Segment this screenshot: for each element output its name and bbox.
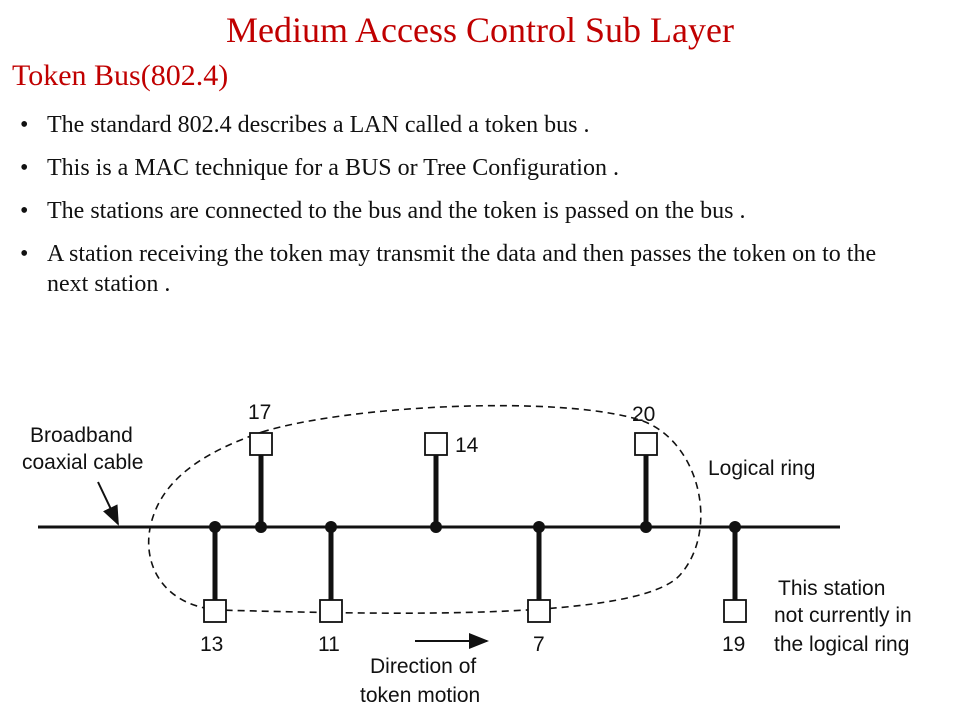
station-14-box <box>424 432 448 456</box>
station-7-box <box>527 599 551 623</box>
station-17-label: 17 <box>248 401 271 424</box>
bullet-item: • The standard 802.4 describes a LAN cal… <box>20 110 920 140</box>
slide-title: Medium Access Control Sub Layer <box>226 10 734 50</box>
bullet-icon: • <box>20 112 29 138</box>
station-7-label: 7 <box>533 633 545 656</box>
bullet-item: • A station receiving the token may tran… <box>20 239 920 299</box>
station-13-box <box>203 599 227 623</box>
cable-label-line2: coaxial cable <box>22 451 143 474</box>
station-20-box <box>634 432 658 456</box>
off-ring-label-line3: the logical ring <box>774 633 909 656</box>
cable-pointer-arrow <box>97 481 119 526</box>
bullet-list: • The standard 802.4 describes a LAN cal… <box>20 110 920 312</box>
bullet-item: • This is a MAC technique for a BUS or T… <box>20 153 920 183</box>
ring-label: Logical ring <box>708 457 815 480</box>
bullet-icon: • <box>20 241 29 267</box>
station-11-label: 11 <box>318 633 340 656</box>
bullet-text: A station receiving the token may transm… <box>47 241 877 297</box>
bullet-item: • The stations are connected to the bus … <box>20 196 920 226</box>
station-13-label: 13 <box>200 633 223 656</box>
direction-label-line2: token motion <box>360 684 480 707</box>
cable-label-line1: Broadband <box>30 424 133 447</box>
bullet-text: The standard 802.4 describes a LAN calle… <box>47 112 590 138</box>
station-19-label: 19 <box>722 633 745 656</box>
bullet-text: This is a MAC technique for a BUS or Tre… <box>47 155 619 181</box>
station-14-label: 14 <box>455 434 479 457</box>
station-11-box <box>319 599 343 623</box>
junction-dots <box>209 521 741 533</box>
direction-label-line1: Direction of <box>370 655 476 678</box>
off-ring-label-line2: not currently in <box>774 604 912 627</box>
slide-subtitle: Token Bus(802.4) <box>12 59 229 92</box>
token-bus-diagram: 17 14 20 13 11 7 19 Broadband coaxial ca… <box>22 401 912 707</box>
bullet-text: The stations are connected to the bus an… <box>47 198 746 224</box>
logical-ring <box>147 404 702 614</box>
station-20-label: 20 <box>632 403 655 426</box>
station-17-box <box>249 432 273 456</box>
station-19-box <box>723 599 747 623</box>
station-drops <box>212 455 738 600</box>
bullet-icon: • <box>20 155 29 181</box>
bullet-icon: • <box>20 198 29 224</box>
off-ring-label-line1: This station <box>778 577 885 600</box>
